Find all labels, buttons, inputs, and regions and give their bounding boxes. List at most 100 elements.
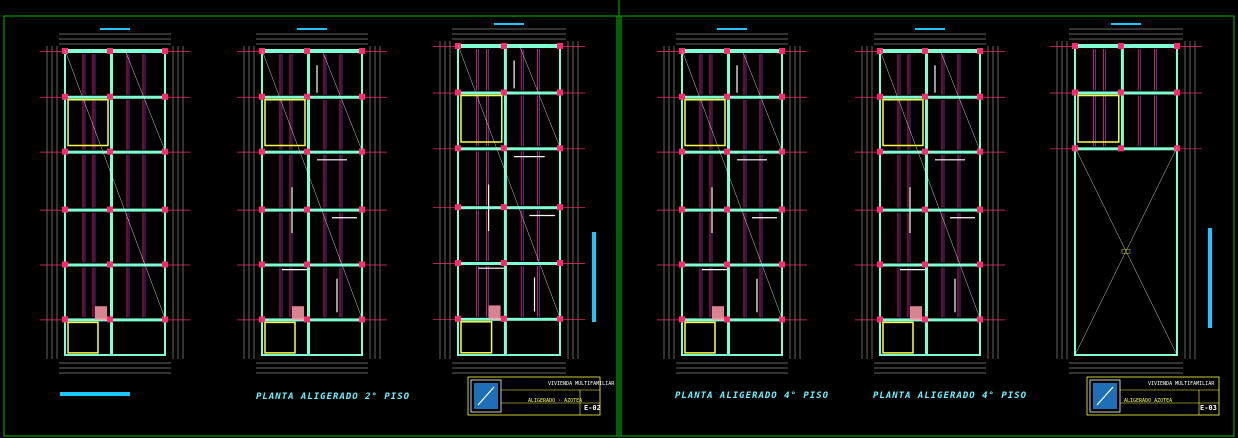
- beams: [40, 49, 190, 356]
- beams: [433, 44, 585, 356]
- beam: [458, 317, 560, 321]
- joists: [82, 54, 146, 318]
- slab-openings: [67, 99, 109, 354]
- plan-6: [1050, 23, 1202, 374]
- dimension-lines: [243, 28, 381, 374]
- beam: [65, 150, 165, 154]
- column: [922, 148, 928, 155]
- hatch-block: [712, 306, 724, 321]
- beams: [855, 49, 1005, 356]
- beam: [458, 147, 560, 151]
- column: [977, 261, 983, 268]
- column: [455, 89, 461, 96]
- column: [1072, 145, 1078, 152]
- column: [877, 316, 883, 323]
- beam: [65, 50, 165, 53]
- title-block-sheet-code-2: E-03: [1200, 404, 1217, 412]
- column: [922, 316, 928, 323]
- plan-title-bar: [915, 28, 945, 30]
- logo-box: [470, 379, 502, 413]
- opening: [684, 321, 716, 354]
- column: [877, 48, 883, 54]
- column: [259, 261, 265, 268]
- beams: [1050, 44, 1202, 356]
- opening: [460, 94, 503, 143]
- column: [1117, 43, 1124, 49]
- hatch-block: [488, 305, 501, 320]
- column: [724, 206, 730, 213]
- column: [779, 148, 785, 155]
- beam: [110, 50, 113, 355]
- column: [779, 316, 785, 323]
- column: [62, 48, 68, 54]
- column: [455, 43, 461, 49]
- column: [1072, 43, 1078, 49]
- hatch-block: [910, 306, 922, 321]
- beam: [880, 95, 980, 99]
- column: [107, 206, 113, 213]
- slab-diagonals: [879, 49, 981, 319]
- column: [877, 261, 883, 268]
- column: [724, 261, 730, 268]
- plan-caption-2: PLANTA ALIGERADO 2° PISO: [256, 392, 411, 402]
- title-block-project-1: VIVIENDA MULTIFAMILIAR: [548, 381, 615, 387]
- column: [724, 148, 730, 155]
- logo-box: [1089, 379, 1121, 413]
- column: [724, 93, 730, 100]
- column: [779, 206, 785, 213]
- beam: [1075, 45, 1177, 48]
- beam: [307, 50, 310, 355]
- beam: [262, 208, 362, 212]
- accent-bar-vertical-1: [592, 232, 596, 322]
- logo-stroke: [1096, 386, 1114, 406]
- title-block-sheet-code-1: E-02: [584, 404, 601, 412]
- column: [455, 145, 461, 152]
- beam: [682, 150, 782, 154]
- title-block-description-1: ALIGERADO · AZOTEA: [528, 398, 583, 404]
- column: [679, 206, 685, 213]
- roof-marker: [1121, 248, 1131, 254]
- plan-perimeter: [681, 49, 783, 356]
- plan-title-bar: [297, 28, 327, 30]
- opening: [882, 321, 914, 354]
- beam: [727, 50, 730, 355]
- column: [977, 93, 983, 100]
- beams: [237, 49, 387, 356]
- opening: [1077, 94, 1120, 143]
- column: [304, 93, 310, 100]
- plan-caption-4: PLANTA ALIGERADO 4° PISO: [675, 391, 830, 401]
- opening: [684, 99, 726, 147]
- walls: [702, 65, 777, 313]
- title-block-description-2: ALIGERADO AZOTEA: [1124, 398, 1173, 404]
- column: [259, 148, 265, 155]
- beam: [1120, 45, 1124, 148]
- column: [679, 93, 685, 100]
- plan-perimeter: [1074, 44, 1178, 356]
- column: [557, 89, 563, 96]
- column: [1117, 89, 1124, 96]
- hatch-block: [95, 306, 107, 321]
- plan-4: [657, 28, 807, 374]
- sheet-frames: [3, 0, 1235, 438]
- columns: [455, 43, 563, 322]
- column: [62, 261, 68, 268]
- column: [922, 206, 928, 213]
- slab-openings: [264, 99, 306, 354]
- beam: [1075, 147, 1177, 151]
- column: [779, 93, 785, 100]
- beam: [880, 150, 980, 154]
- column: [304, 316, 310, 323]
- column: [500, 260, 507, 266]
- beam: [65, 208, 165, 212]
- column: [1174, 43, 1180, 49]
- column: [107, 261, 113, 268]
- beam: [880, 50, 980, 53]
- column: [679, 148, 685, 155]
- columns: [877, 48, 983, 323]
- plan-title-bar: [717, 28, 747, 30]
- plan-title-bar: [100, 28, 130, 30]
- column: [259, 48, 265, 54]
- column: [1072, 89, 1078, 96]
- opening: [264, 99, 306, 147]
